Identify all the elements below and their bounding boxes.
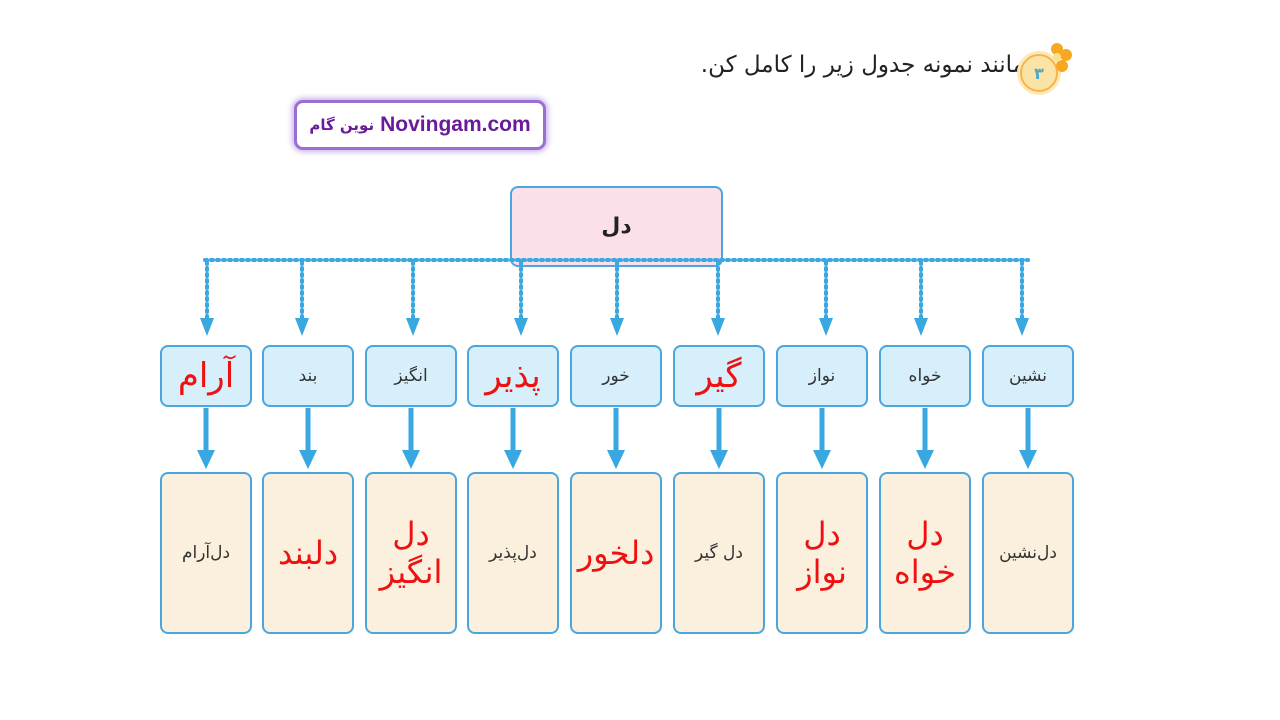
- arrow-head-icon: [299, 450, 317, 469]
- suffix-box: پذیر: [467, 345, 559, 407]
- suffix-text: گیر: [696, 356, 742, 396]
- suffix-box: نواز: [776, 345, 868, 407]
- compound-word-box: دل‌پذیر: [467, 472, 559, 634]
- arrow-head-icon: [295, 318, 309, 336]
- suffix-text: نشین: [1009, 366, 1047, 386]
- root-word-box: دل: [510, 186, 723, 267]
- compound-word-box: دل‌نشین: [982, 472, 1074, 634]
- root-word: دل: [601, 214, 632, 239]
- compound-word-box: دل خواه: [879, 472, 971, 634]
- flower-icon: [1051, 43, 1072, 72]
- arrow-head-icon: [711, 318, 725, 336]
- compound-word-box: دل‌آرام: [160, 472, 252, 634]
- arrow-head-icon: [406, 318, 420, 336]
- suffix-text: بند: [298, 366, 318, 386]
- compound-word-box: دلبند: [262, 472, 354, 634]
- compound-word-text: دل‌نشین: [999, 543, 1057, 563]
- suffix-box: نشین: [982, 345, 1074, 407]
- suffix-text: خواه: [908, 366, 942, 386]
- logo-persian-text: نوین گام: [309, 116, 375, 134]
- novingam-logo: نوین گام Novingam.com: [294, 100, 546, 150]
- compound-word-text: دل انگیز: [379, 515, 443, 591]
- compound-word-text: دلبند: [277, 534, 339, 572]
- suffix-box: انگیز: [365, 345, 457, 407]
- suffix-text: انگیز: [394, 366, 428, 386]
- compound-word-text: دل گیر: [695, 543, 743, 563]
- compound-word-text: دل‌پذیر: [489, 543, 537, 563]
- arrow-head-icon: [402, 450, 420, 469]
- arrow-head-icon: [610, 318, 624, 336]
- compound-word-text: دلخور: [577, 534, 655, 572]
- compound-word-text: دل‌آرام: [181, 543, 231, 563]
- suffix-text: خور: [602, 366, 630, 386]
- suffix-text: پذیر: [485, 356, 541, 396]
- arrow-head-icon: [1015, 318, 1029, 336]
- arrow-head-icon: [1019, 450, 1037, 469]
- suffix-box: گیر: [673, 345, 765, 407]
- arrow-head-icon: [710, 450, 728, 469]
- compound-word-box: دلخور: [570, 472, 662, 634]
- compound-word-text: دل نواز: [797, 515, 847, 591]
- suffix-box: بند: [262, 345, 354, 407]
- arrow-head-icon: [607, 450, 625, 469]
- exercise-instruction: مانند نمونه جدول زیر را کامل کن.: [700, 52, 1025, 78]
- arrow-head-icon: [916, 450, 934, 469]
- compound-word-text: دل خواه: [894, 515, 956, 591]
- suffix-box: خواه: [879, 345, 971, 407]
- suffix-box: آرام: [160, 345, 252, 407]
- arrow-head-icon: [200, 318, 214, 336]
- arrow-head-icon: [514, 318, 528, 336]
- logo-latin-text: Novingam.com: [380, 113, 531, 136]
- compound-word-box: دل گیر: [673, 472, 765, 634]
- compound-word-box: دل انگیز: [365, 472, 457, 634]
- suffix-text: نواز: [808, 366, 836, 386]
- arrow-head-icon: [504, 450, 522, 469]
- arrow-head-icon: [914, 318, 928, 336]
- arrow-head-icon: [197, 450, 215, 469]
- arrow-head-icon: [819, 318, 833, 336]
- suffix-text: آرام: [177, 356, 235, 396]
- suffix-box: خور: [570, 345, 662, 407]
- compound-word-box: دل نواز: [776, 472, 868, 634]
- exercise-number-badge: ۳: [1020, 54, 1058, 92]
- arrow-head-icon: [813, 450, 831, 469]
